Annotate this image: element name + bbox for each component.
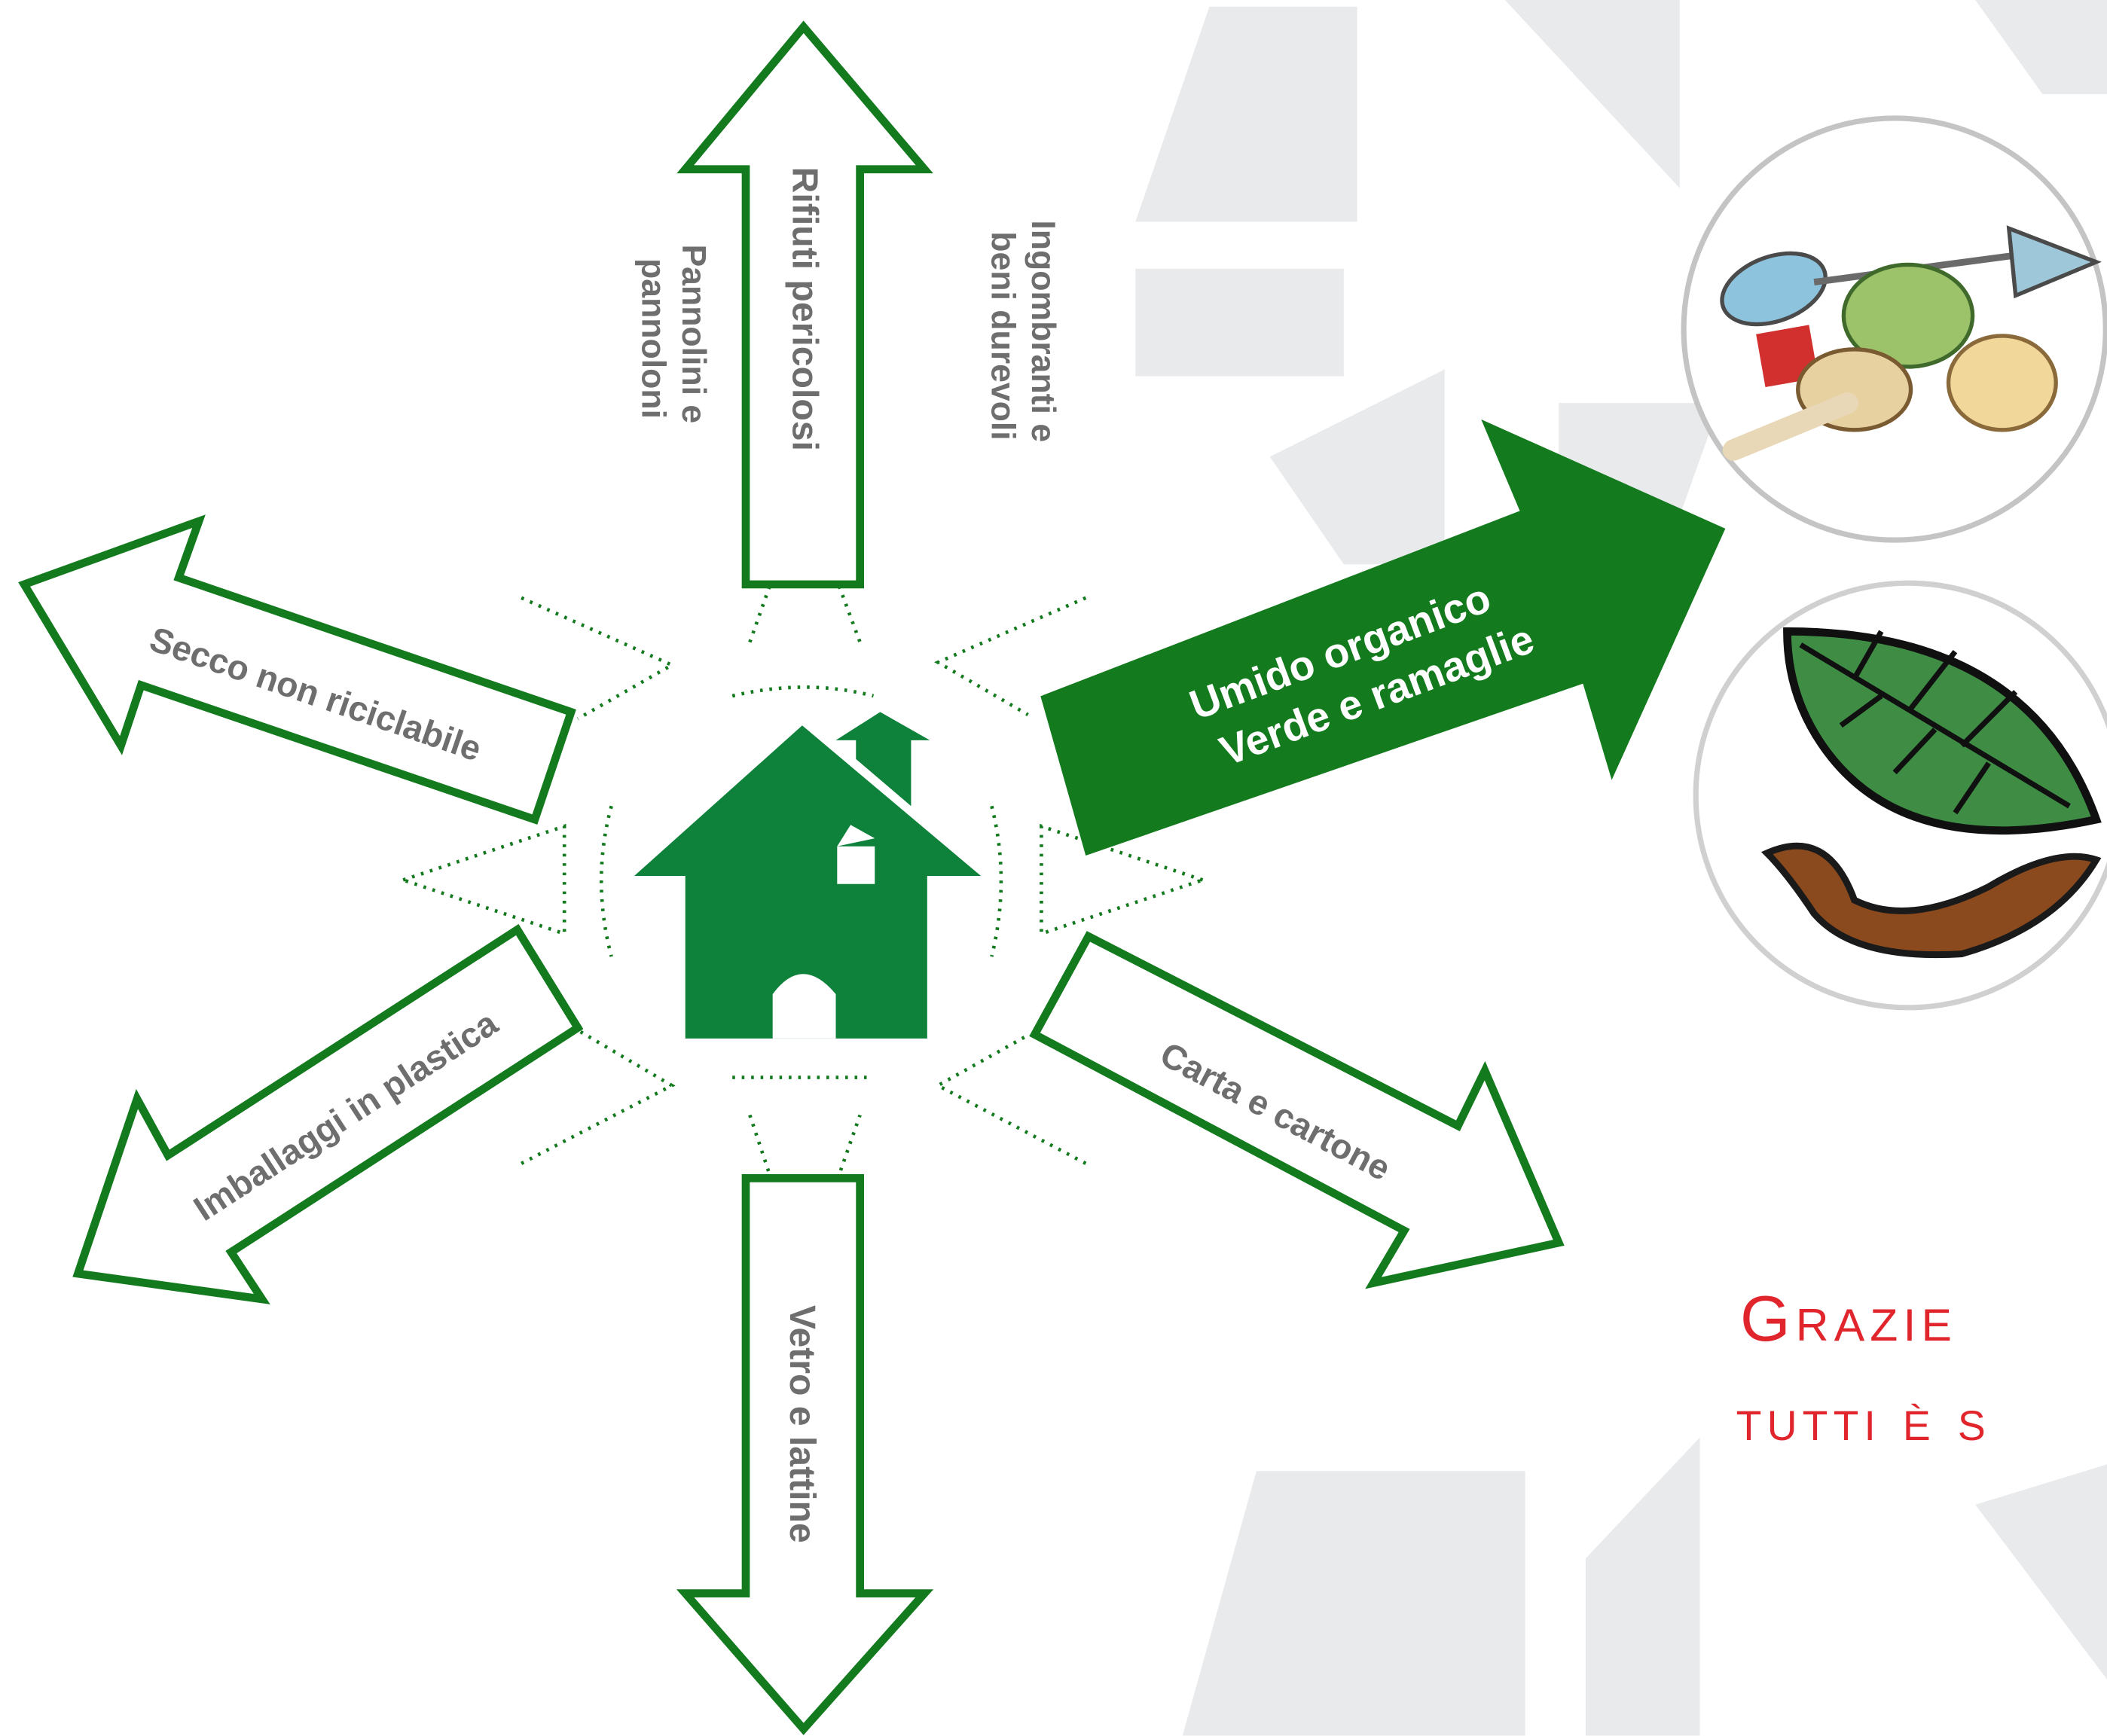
house-icon: [634, 712, 982, 1039]
food-waste-icon: [1681, 115, 2107, 543]
arrow-upper-right: [1040, 419, 1726, 856]
caption-line-1: Grazie: [1740, 1284, 1958, 1356]
arrow-lower-left: [72, 923, 584, 1304]
arrow-top-right-label: Ingombranti e beni durevoli: [984, 220, 1061, 451]
arrow-bottom: [676, 1174, 934, 1735]
arrow-top-label: Rifiuti pericolosi: [784, 167, 825, 451]
background-recycle-pattern: [1135, 0, 2107, 1736]
caption-line-2: tutti è s: [1736, 1387, 1991, 1454]
arrow-upper-left: [18, 514, 576, 825]
arrow-top-left-label: Pannolini e pannoloni: [635, 244, 713, 432]
arrow-bottom-label: Vetro e lattine: [782, 1305, 823, 1543]
leaf-branch-icon: [1693, 580, 2107, 1011]
arrow-top: [676, 20, 933, 589]
arrow-lower-right: [1029, 931, 1565, 1289]
